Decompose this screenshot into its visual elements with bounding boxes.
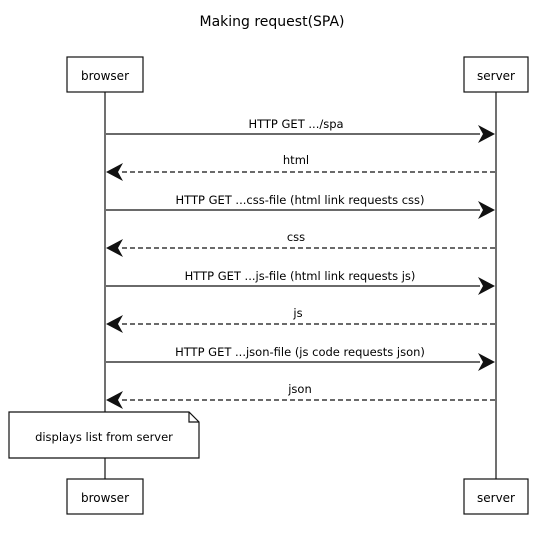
- message-2: html: [106, 153, 495, 181]
- participant-label: server: [477, 69, 515, 83]
- note-box: [8, 411, 200, 459]
- participant-label: server: [477, 491, 515, 505]
- participant-box: [66, 56, 144, 93]
- participant-server-bottom: server: [463, 478, 529, 515]
- message-label: js: [292, 306, 302, 320]
- arrowhead-left-icon: [106, 163, 123, 181]
- participant-box: [463, 56, 529, 93]
- message-8: json: [106, 382, 495, 409]
- message-label: html: [283, 153, 309, 167]
- message-7: HTTP GET ...json-file (js code requests …: [106, 345, 495, 371]
- participant-box: [66, 478, 144, 515]
- note-fold-icon: [188, 412, 199, 423]
- participant-label: browser: [81, 491, 129, 505]
- arrowhead-right-icon: [478, 125, 495, 143]
- arrowhead-right-icon: [478, 353, 495, 371]
- participant-browser-bottom: browser: [66, 478, 144, 515]
- message-4: css: [106, 230, 495, 257]
- arrowhead-right-icon: [478, 277, 495, 295]
- participant-browser-top: browser: [66, 56, 144, 93]
- arrowhead-right-icon: [478, 201, 495, 219]
- note-text: displays list from server: [35, 430, 173, 444]
- message-label: json: [287, 382, 312, 396]
- diagram-title: Making request(SPA): [199, 14, 344, 30]
- message-label: HTTP GET ...css-file (html link requests…: [175, 193, 424, 207]
- message-5: HTTP GET ...js-file (html link requests …: [106, 269, 495, 295]
- message-label: css: [287, 230, 305, 244]
- note-browser: displays list from server: [8, 411, 200, 459]
- message-3: HTTP GET ...css-file (html link requests…: [106, 193, 495, 219]
- arrowhead-left-icon: [106, 391, 123, 409]
- participant-label: browser: [81, 69, 129, 83]
- message-label: HTTP GET ...json-file (js code requests …: [175, 345, 425, 359]
- arrowhead-left-icon: [106, 315, 123, 333]
- message-label: HTTP GET ...js-file (html link requests …: [185, 269, 416, 283]
- message-label: HTTP GET .../spa: [248, 117, 343, 131]
- arrowhead-left-icon: [106, 239, 123, 257]
- participant-server-top: server: [463, 56, 529, 93]
- message-1: HTTP GET .../spa: [106, 117, 495, 143]
- message-6: js: [106, 306, 495, 333]
- participant-box: [463, 478, 529, 515]
